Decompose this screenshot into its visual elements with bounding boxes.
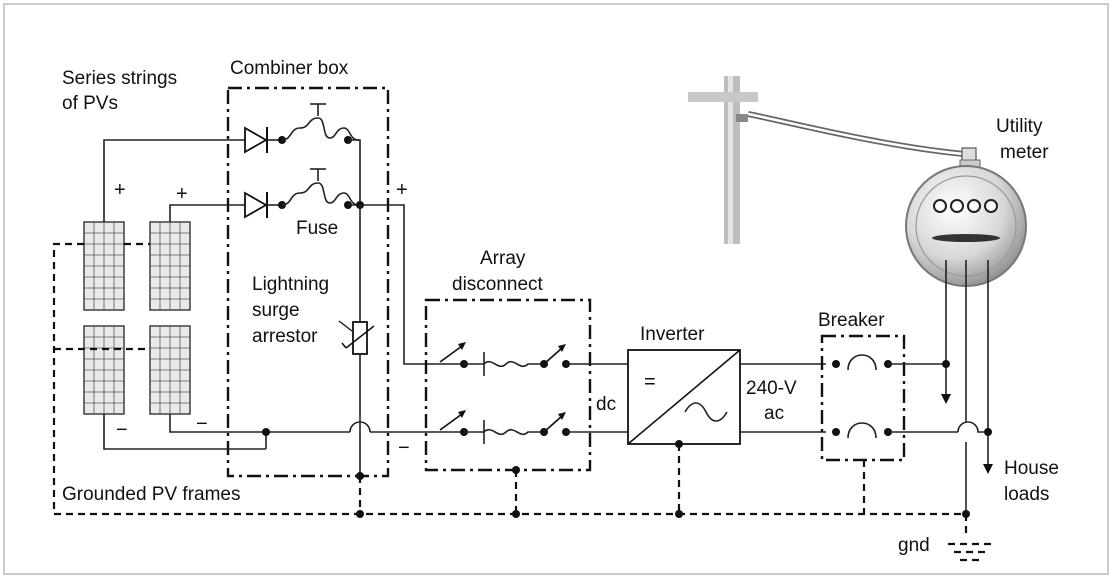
utility-pole-icon (688, 76, 977, 244)
label-inverter-equals: = (644, 371, 656, 393)
ground-frame-wire (52, 242, 966, 516)
breaker-switch-1 (832, 354, 946, 371)
label-series-strings-2: of PVs (62, 93, 118, 114)
string1-negative-wire (103, 414, 266, 450)
label-combiner-box: Combiner box (230, 58, 349, 79)
combiner-box-outline (226, 86, 390, 478)
pv-panel-2a (149, 221, 191, 311)
label-house-loads-2: loads (1004, 484, 1049, 505)
positive-output-wire (348, 204, 445, 365)
label-array-disconnect-1: Array (480, 248, 526, 269)
plus-sign-string1: + (114, 179, 126, 201)
plus-sign-string2: + (176, 183, 188, 205)
array-disconnect-outline (424, 298, 592, 472)
combiner-bus-top (348, 139, 361, 205)
diode-1 (244, 126, 286, 154)
pv-panel-2b (149, 325, 191, 415)
label-lightning-1: Lightning (252, 274, 329, 295)
wire-crossover-1 (349, 421, 371, 433)
pv-panel-group (83, 221, 191, 415)
label-fuse: Fuse (296, 218, 338, 239)
string2-negative-wire (169, 414, 350, 433)
label-ac-2: ac (764, 403, 784, 424)
minus-sign-string2: − (196, 413, 208, 435)
label-series-strings-1: Series strings (62, 68, 177, 89)
inverter-block (627, 349, 741, 445)
minus-sign-output: − (398, 437, 410, 459)
fuse-2 (281, 168, 360, 209)
label-lightning-2: surge (252, 300, 300, 321)
label-inverter: Inverter (640, 324, 705, 345)
wire-crossover-2 (957, 421, 990, 433)
pv-panel-1a (83, 221, 125, 311)
minus-sign-string1: − (116, 419, 128, 441)
label-array-disconnect-2: disconnect (452, 274, 544, 295)
breaker-switch-2 (832, 422, 958, 439)
label-breaker: Breaker (818, 310, 885, 331)
label-gnd: gnd (898, 535, 930, 556)
label-utility-meter-2: meter (1000, 142, 1049, 163)
figure-frame (3, 3, 1109, 575)
string2-positive-wire (169, 204, 245, 222)
fuse-1 (281, 103, 360, 144)
pv-panel-1b (83, 325, 125, 415)
string1-positive-wire (103, 139, 245, 222)
disconnect-switch-negative (439, 410, 628, 444)
label-lightning-3: arrestor (252, 326, 318, 347)
label-house-loads-1: House (1004, 458, 1059, 479)
ground-symbol-icon (948, 542, 992, 562)
label-utility-meter-1: Utility (996, 116, 1043, 137)
disconnect-switch-positive (439, 342, 628, 376)
label-dc: dc (596, 394, 616, 415)
surge-arrestor (338, 205, 375, 476)
diode-2 (244, 191, 286, 219)
label-grounded-frames: Grounded PV frames (62, 484, 240, 505)
plus-sign-output: + (396, 179, 408, 201)
label-ac-1: 240-V (746, 378, 797, 399)
